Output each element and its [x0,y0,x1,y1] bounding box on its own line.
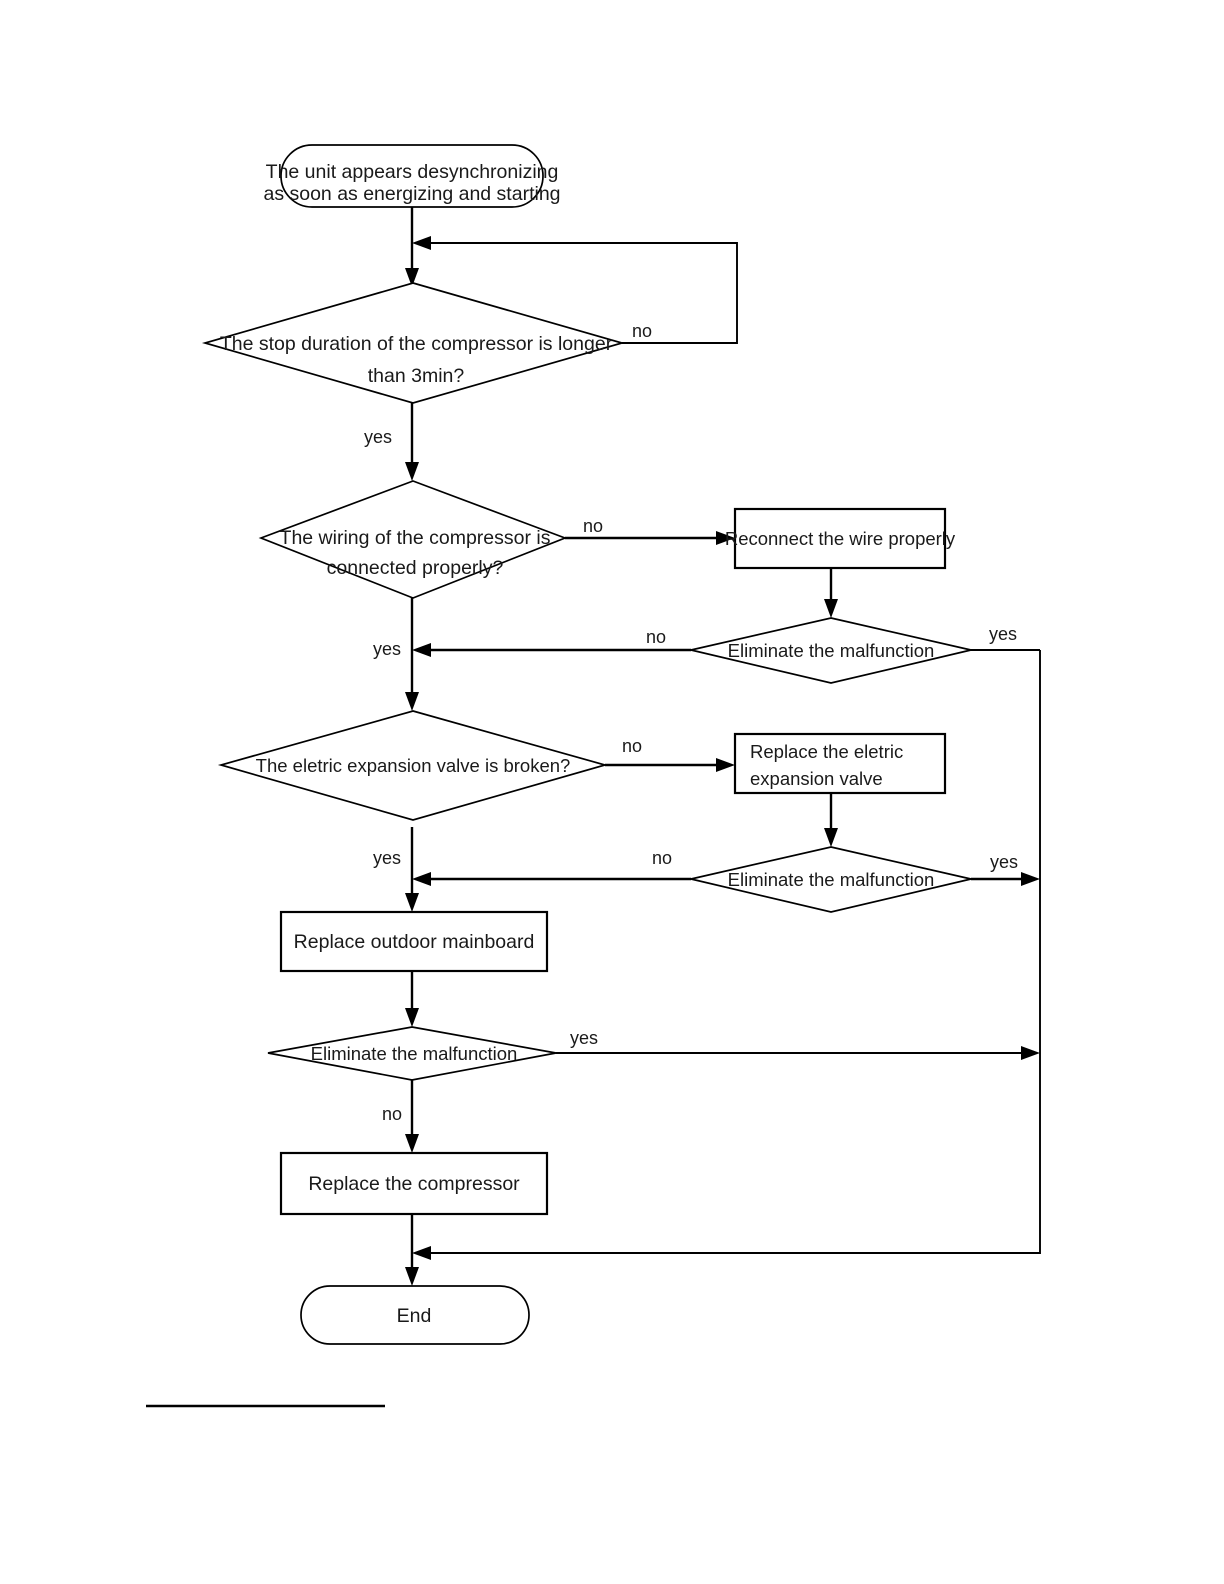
node-start-line1: The unit appears desynchronizing [266,161,559,183]
node-wiring-line2: connected properly? [327,557,504,579]
connector-reconnect-to-elim1 [824,568,838,618]
node-end-label: End [397,1305,432,1327]
node-start[interactable]: The unit appears desynchronizing as soon… [263,144,561,208]
connector-wiring-yes [405,598,419,711]
node-wiring-line1: The wiring of the compressor is [280,527,551,549]
edge-label-stop-duration-yes: yes [364,427,392,447]
node-decision-eliminate-1[interactable]: Eliminate the malfunction [690,617,972,684]
connector-stop-duration-no-loop [412,236,738,344]
node-end[interactable]: End [300,1285,530,1345]
node-process-replace-mainboard[interactable]: Replace outdoor mainboard [279,910,549,973]
node-compressor-label: Replace the compressor [308,1173,520,1195]
node-decision-eliminate-3[interactable]: Eliminate the malfunction [267,1026,557,1081]
node-decision-eliminate-2[interactable]: Eliminate the malfunction [690,846,972,913]
node-process-replace-compressor[interactable]: Replace the compressor [279,1151,549,1216]
connector-elim2-yes [971,872,1040,886]
edge-label-elim2-no: no [652,848,672,868]
connector-elim3-yes [556,1046,1040,1060]
node-decision-wiring[interactable]: The wiring of the compressor is connecte… [258,480,568,599]
edge-label-elim1-yes: yes [989,624,1017,644]
connector-elim1-no [412,643,691,657]
edge-label-elim3-no: no [382,1104,402,1124]
node-reconnect-label: Reconnect the wire properly [725,528,956,549]
connector-elim2-no [412,872,691,886]
edge-label-elim3-yes: yes [570,1028,598,1048]
connector-compressor-to-end [405,1214,419,1286]
connector-mainboard-to-elim3 [405,971,419,1027]
node-eliminate-2-label: Eliminate the malfunction [728,869,935,890]
edge-label-elim2-yes: yes [990,852,1018,872]
node-stop-duration-line1: The stop duration of the compressor is l… [220,333,613,355]
node-process-replace-valve[interactable]: Replace the eletric expansion valve [733,732,947,795]
node-valve-label: The eletric expansion valve is broken? [256,755,571,776]
node-process-reconnect-wire[interactable]: Reconnect the wire properly [725,507,956,570]
node-replace-valve-line1: Replace the eletric [750,741,903,762]
connector-elim3-no [405,1080,419,1153]
edge-label-valve-no: no [622,736,642,756]
edge-label-stop-duration-no: no [632,321,652,341]
node-replace-valve-line2: expansion valve [750,768,883,789]
edge-label-wiring-no: no [583,516,603,536]
node-start-line2: as soon as energizing and starting [263,183,560,205]
edge-label-valve-yes: yes [373,848,401,868]
node-stop-duration-line2: than 3min? [368,365,465,387]
connector-start-to-stop-duration [405,207,419,287]
node-mainboard-label: Replace outdoor mainboard [294,931,535,953]
node-eliminate-3-label: Eliminate the malfunction [311,1043,518,1064]
connector-replace-valve-to-elim2 [824,793,838,847]
node-eliminate-1-label: Eliminate the malfunction [728,640,935,661]
connector-right-rail-return [412,650,1041,1260]
connector-valve-yes [405,827,419,912]
node-decision-stop-duration[interactable]: The stop duration of the compressor is l… [201,282,626,404]
edge-label-wiring-yes: yes [373,639,401,659]
connector-stop-duration-yes [405,403,419,481]
node-decision-valve-broken[interactable]: The eletric expansion valve is broken? [217,710,609,821]
connector-wiring-no [565,531,735,545]
edge-label-elim1-no: no [646,627,666,647]
connector-valve-no [605,758,735,772]
